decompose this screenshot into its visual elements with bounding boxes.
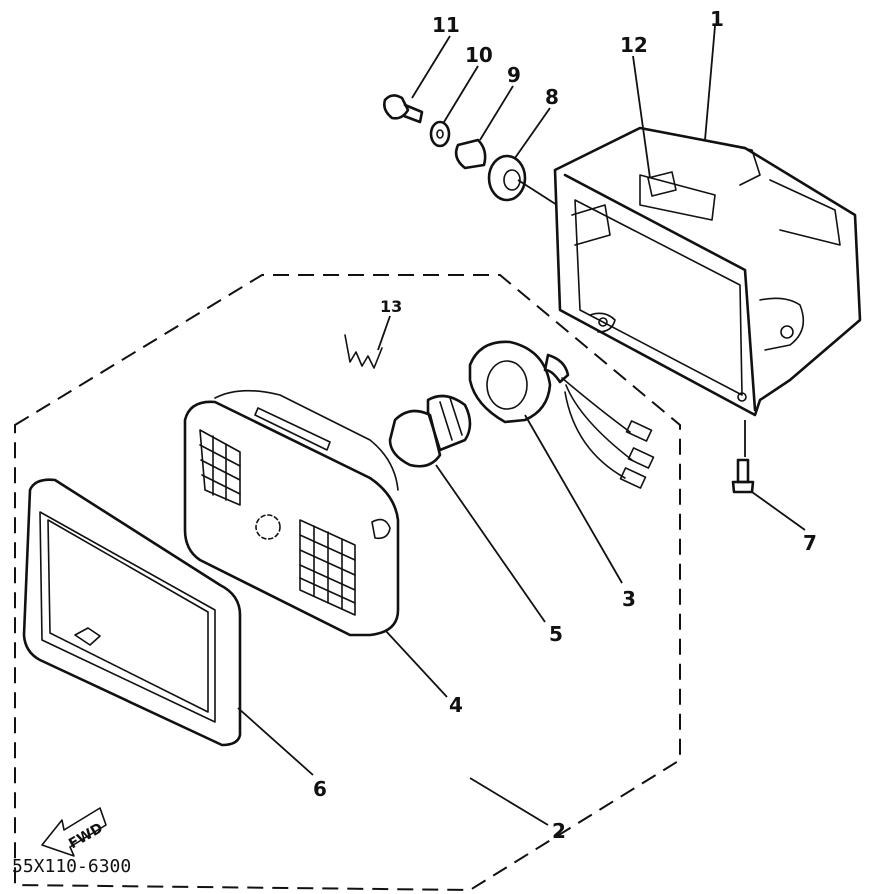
assembly-boundary xyxy=(14,274,681,892)
callout-10: 10 xyxy=(465,43,493,67)
part-3-socket xyxy=(468,340,655,489)
callout-labels: 1 2 3 4 5 6 7 8 9 10 11 12 13 xyxy=(313,7,817,843)
part-11-bolt xyxy=(383,94,424,124)
part-8-grommet xyxy=(487,154,527,202)
callout-2: 2 xyxy=(552,819,566,843)
callout-8: 8 xyxy=(545,85,559,109)
part-9-collar xyxy=(454,138,487,170)
part-12-label xyxy=(647,171,677,197)
part-1-housing xyxy=(553,126,862,417)
callout-5: 5 xyxy=(549,622,563,646)
callout-4: 4 xyxy=(449,693,463,717)
callout-9: 9 xyxy=(507,63,521,87)
callout-12: 12 xyxy=(620,33,648,57)
callout-3: 3 xyxy=(622,587,636,611)
fwd-arrow-icon: FWD xyxy=(41,807,107,857)
callout-6: 6 xyxy=(313,777,327,801)
callout-7: 7 xyxy=(803,531,817,555)
diagram-code: 55X110-6300 xyxy=(12,856,131,877)
leader-lines xyxy=(237,25,806,826)
part-4-lens-unit xyxy=(183,389,400,637)
part-5-bulb xyxy=(388,394,472,468)
callout-13: 13 xyxy=(380,297,402,316)
part-13-spring-clip xyxy=(344,334,383,369)
part-7-screw xyxy=(731,458,755,494)
callout-1: 1 xyxy=(710,7,724,31)
callout-11: 11 xyxy=(432,13,460,37)
part-6-rim xyxy=(22,478,242,747)
part-10-washer xyxy=(429,120,451,148)
